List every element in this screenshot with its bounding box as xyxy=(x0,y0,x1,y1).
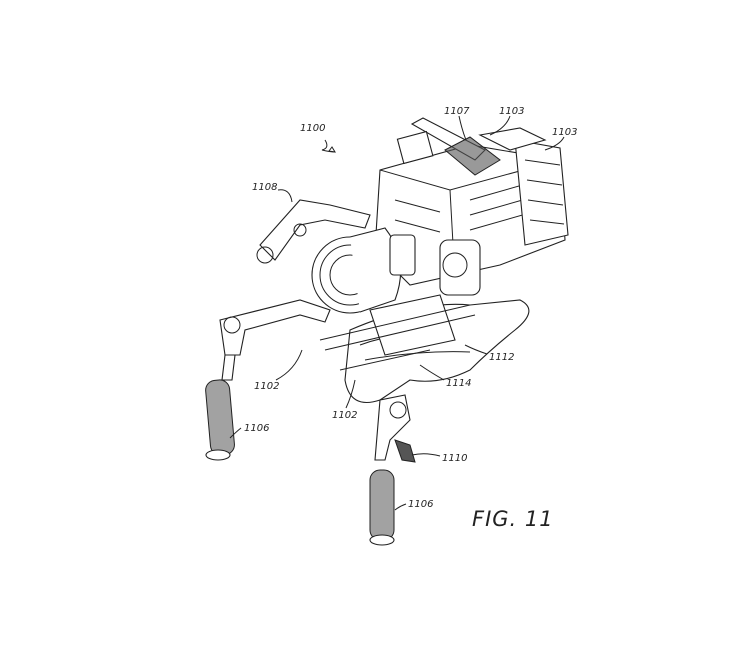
grip-left xyxy=(205,379,235,456)
figure-title: FIG. 11 xyxy=(472,507,554,531)
label-1102-center: 1102 xyxy=(332,410,357,421)
side-module xyxy=(514,139,569,246)
label-1100: 1100 xyxy=(300,123,325,134)
grip-right xyxy=(369,469,395,541)
label-1103-top: 1103 xyxy=(499,106,524,117)
top-handle-block xyxy=(396,130,434,165)
top-handle-grip xyxy=(444,136,501,176)
rods xyxy=(319,304,476,371)
label-1106-right: 1106 xyxy=(408,499,433,510)
arm xyxy=(259,199,371,261)
label-1112: 1112 xyxy=(489,352,514,363)
baseplate xyxy=(369,294,456,356)
label-1107: 1107 xyxy=(444,106,470,117)
trigger xyxy=(394,439,416,463)
label-1106-left: 1106 xyxy=(244,423,269,434)
label-1110: 1110 xyxy=(442,453,467,464)
label-1108: 1108 xyxy=(252,182,277,193)
label-1103-side: 1103 xyxy=(552,127,577,138)
label-1102-left: 1102 xyxy=(254,381,279,392)
label-1114: 1114 xyxy=(446,378,471,389)
